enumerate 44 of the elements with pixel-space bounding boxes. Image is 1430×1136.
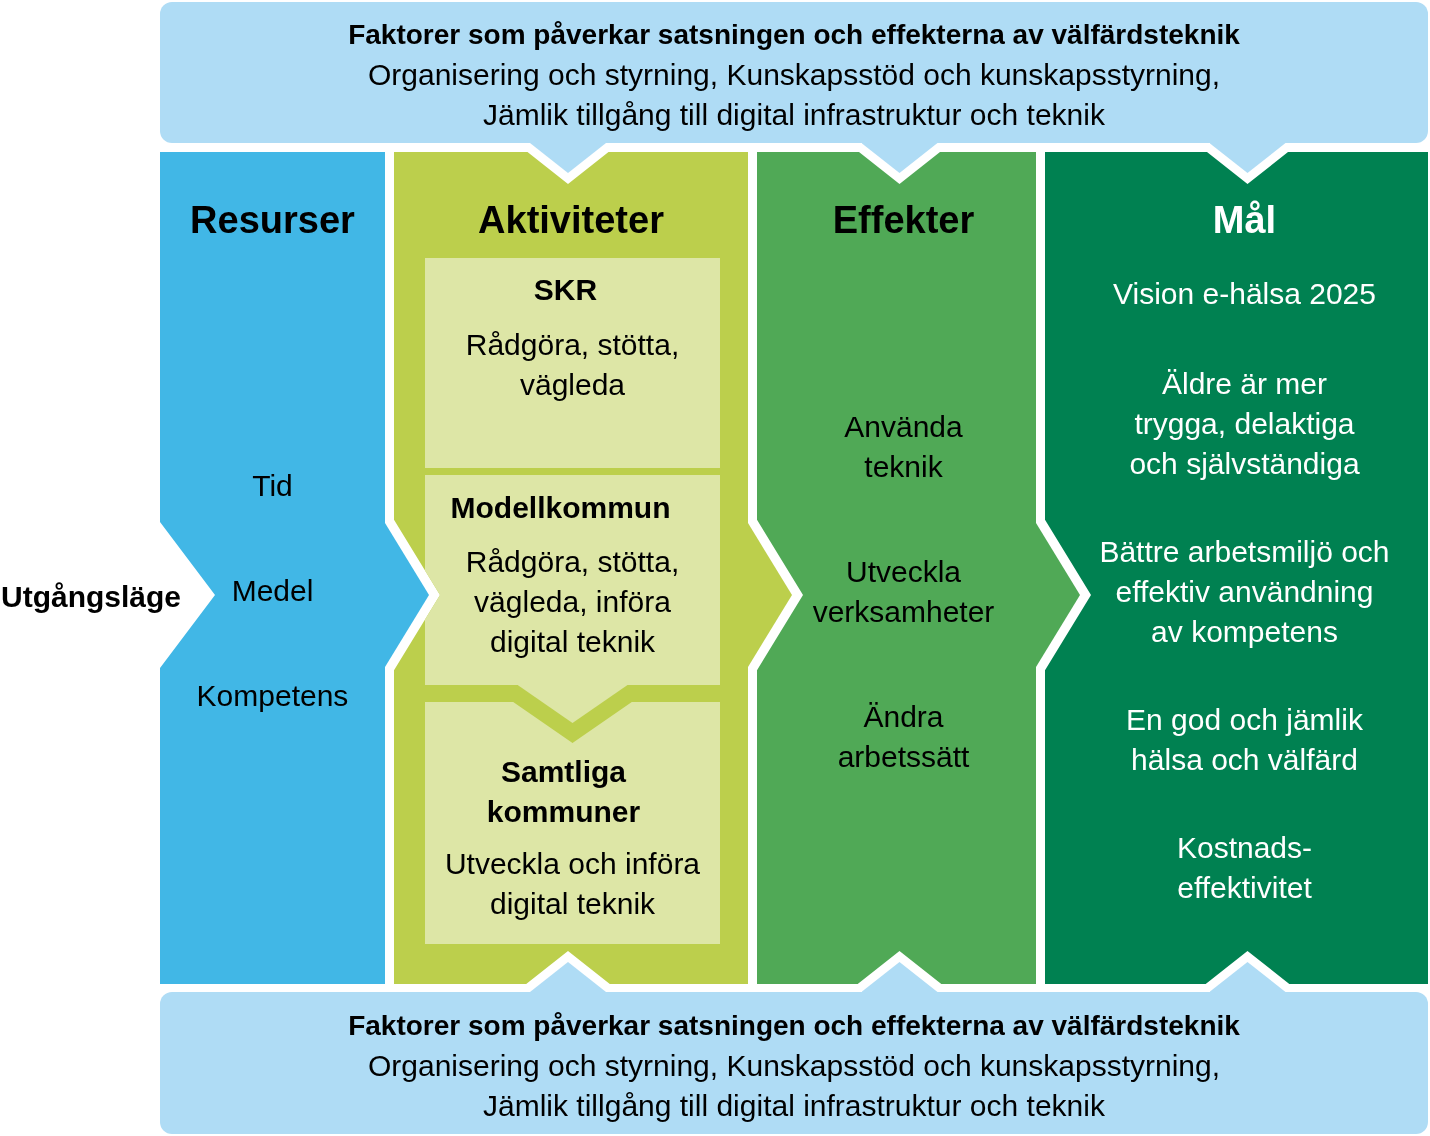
chevron-arrow [748,523,792,667]
item-text: Utveckla verksamheter [811,554,996,630]
chevron-arrow [385,523,429,667]
chevron-column [757,152,1036,984]
banner-text: Organisering och styrning, Kunskapsstöd och kunskapsstyrning, Jämlik tillgång till digital infrastruktur och teknik [366,1048,1222,1124]
box-text: Rådgöra, stötta, vägleda [464,327,681,403]
chevron-arrow [530,962,606,992]
activity-panel [425,258,720,468]
item-text: En god och jämlik hälsa och välfärd [1125,702,1364,778]
banner-heading: Faktorer som påverkar satsningen och effekterna av välfärdsteknik [347,1009,1241,1043]
factors-banner [160,992,1428,1134]
column-heading: Aktiviteter [477,198,665,243]
item-text: Vision e-hälsa 2025 [1112,276,1377,312]
banner-text: Organisering och styrning, Kunskapsstöd och kunskapsstyrning, Jämlik tillgång till digital infrastruktur och teknik [366,57,1222,133]
chevron-column [394,152,748,984]
activity-panel [425,475,720,685]
column-heading: Resurser [189,198,356,243]
column-heading: Mål [1211,198,1278,243]
item-text: Äldre är mer trygga, delaktiga och självständiga [1128,366,1361,482]
factors-banner [160,2,1428,143]
item-text: Kostnads-effektivitet [1175,830,1314,906]
chevron-column [1045,152,1428,984]
chevron-arrow [1209,962,1286,992]
chevron-arrow [1209,143,1286,173]
chevron-arrow [861,962,938,992]
chevron-arrow [530,143,606,173]
box-text: Utveckla och införa digital teknik [443,846,702,922]
box-text: Rådgöra, stötta, vägleda, införa digital teknik [464,544,681,660]
column-heading: Effekter [831,198,976,243]
box-heading: Modellkommun [449,490,672,526]
activity-panel [425,702,720,944]
box-heading: SKR [532,272,599,308]
item-text: Ändra arbetssätt [836,699,971,775]
item-text: Tid [251,468,294,504]
chevron-arrow [517,685,628,723]
item-text: Bättre arbetsmiljö och effektiv användning av kompetens [1098,534,1391,650]
item-text: Använda teknik [843,409,964,485]
banner-heading: Faktorer som påverkar satsningen och effekterna av välfärdsteknik [347,18,1241,52]
box-heading: Samtliga kommuner [485,754,642,830]
item-text: Kompetens [195,678,350,714]
start-label: Utgångsläge [1,579,182,615]
item-text: Medel [230,573,315,609]
chevron-arrow [1036,523,1080,667]
chevron-arrow [861,143,938,173]
